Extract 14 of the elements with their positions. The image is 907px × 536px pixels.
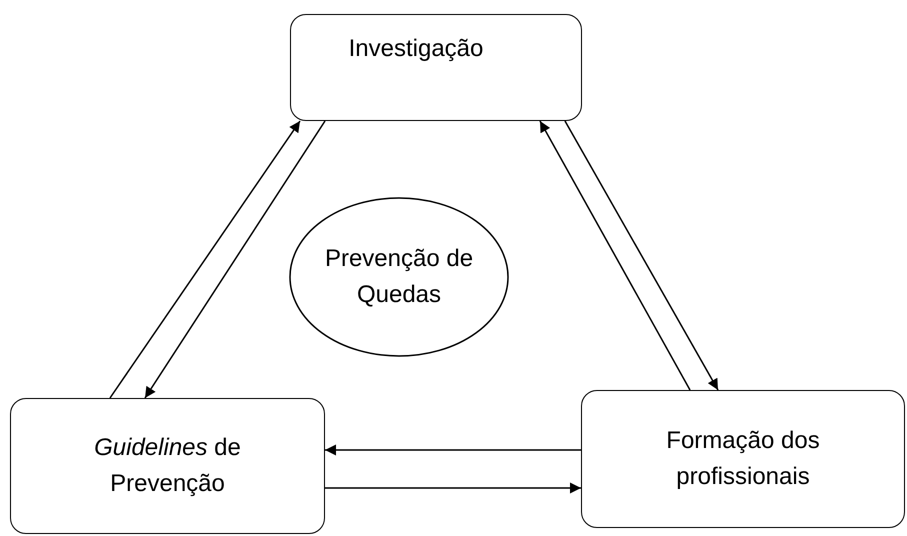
node-label: Investigação [348,34,484,64]
arrow [564,120,719,390]
arrow [539,120,691,390]
process-box [581,390,905,528]
arrow [109,120,301,398]
node-label: Guidelines de Prevenção [93,433,242,499]
process-box [10,398,325,534]
arrow [144,120,326,398]
process-box [290,14,582,121]
arrow [325,482,581,494]
node-label: Prevenção de Quedas [324,244,474,310]
arrow [325,444,581,456]
node-label: Formação dos profissionais [665,426,821,492]
ellipse-node [289,197,509,357]
